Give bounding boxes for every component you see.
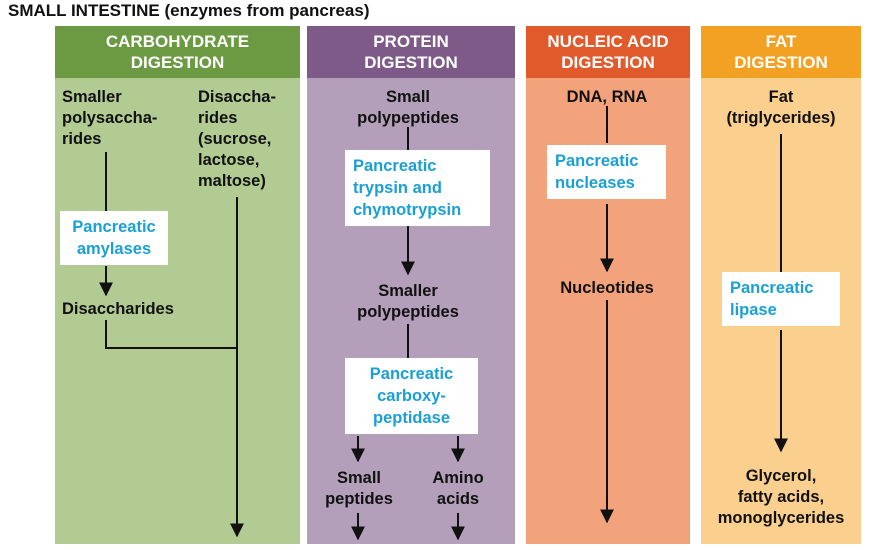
prot-intermediate: Smaller polypeptides [357, 282, 459, 321]
prot-product-small-peptides: Small peptides [325, 469, 393, 508]
fat-products: Glycerol, fatty acids, monoglycerides [717, 467, 845, 527]
nuc-enzyme-nucleases: Pancreatic nucleases [547, 145, 666, 199]
page-title: SMALL INTESTINE (enzymes from pancreas) [8, 1, 370, 20]
carb-enzyme-amylases: Pancreatic amylases [60, 211, 168, 265]
prot-product-amino-acids: Amino acids [432, 469, 484, 508]
carb-join-line [105, 320, 237, 349]
carb-substrate-polysaccharides: Smaller polysaccha- rides [62, 88, 158, 148]
carb-substrate-disaccharides: Disaccha- rides (sucrose, lactose, malto… [198, 88, 276, 190]
prot-substrate: Small polypeptides [357, 88, 459, 127]
fat-substrate: Fat (triglycerides) [726, 88, 836, 127]
prot-enzyme-trypsin: Pancreatic trypsin and chymotrypsin [345, 150, 490, 226]
carb-product-disaccharides: Disaccharides [62, 300, 174, 318]
nuc-product: Nucleotides [560, 279, 654, 297]
fat-enzyme-lipase: Pancreatic lipase [722, 272, 840, 326]
nuc-substrate: DNA, RNA [566, 88, 648, 106]
prot-enzyme-carboxypeptidase: Pancreatic carboxy- peptidase [345, 358, 478, 434]
